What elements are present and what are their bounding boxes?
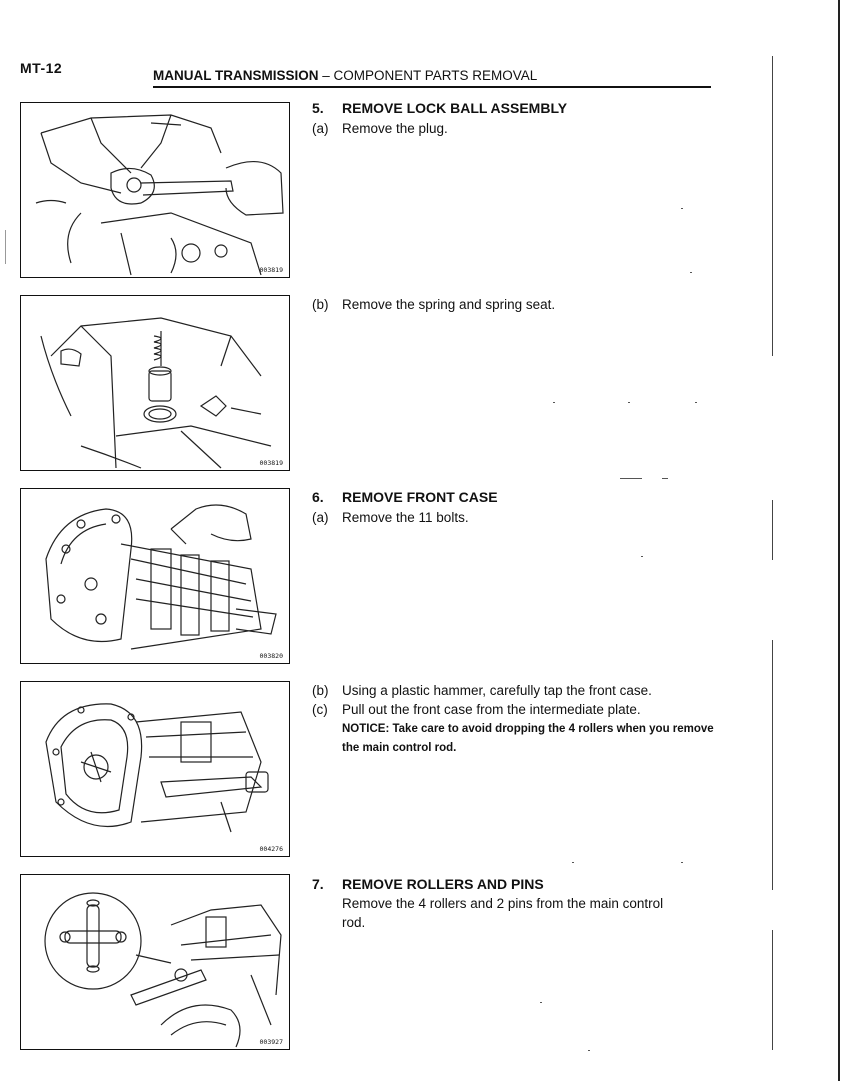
step-7-body-line-2: rod. bbox=[342, 915, 366, 930]
scan-speck bbox=[628, 402, 630, 403]
margin-mark bbox=[5, 230, 6, 264]
figure-front-case-bolts: 003820 bbox=[20, 488, 290, 664]
page-edge bbox=[838, 0, 840, 1081]
step-6b: (b) Using a plastic hammer, carefully tap… bbox=[312, 683, 652, 698]
step-number: 6. bbox=[312, 489, 324, 505]
figure-code: 003819 bbox=[259, 459, 283, 467]
step-number: 5. bbox=[312, 100, 324, 116]
step-number: 7. bbox=[312, 876, 324, 892]
scan-speck bbox=[620, 478, 642, 479]
scan-speck bbox=[681, 208, 683, 209]
substep-letter: (a) bbox=[312, 510, 329, 525]
side-rule bbox=[772, 640, 773, 890]
substep-text: Remove the 11 bolts. bbox=[342, 510, 469, 525]
substep-text: Pull out the front case from the interme… bbox=[342, 702, 641, 717]
figure-code: 004276 bbox=[259, 845, 283, 853]
substep-letter: (c) bbox=[312, 702, 328, 717]
header-separator: – bbox=[318, 68, 334, 83]
substep-letter: (a) bbox=[312, 121, 329, 136]
figure-remove-plug: 003819 bbox=[20, 102, 290, 278]
hammer-tap-case-illustration bbox=[45, 703, 269, 833]
scan-speck bbox=[641, 556, 643, 557]
figure-code: 003819 bbox=[259, 266, 283, 274]
substep-letter: (b) bbox=[312, 683, 329, 698]
substep-text: Remove the plug. bbox=[342, 121, 448, 136]
scan-speck bbox=[662, 478, 668, 479]
step-7-heading: 7. REMOVE ROLLERS AND PINS bbox=[312, 876, 544, 892]
scan-speck bbox=[572, 862, 574, 863]
step-title: REMOVE ROLLERS AND PINS bbox=[342, 876, 544, 892]
figure-code: 003927 bbox=[259, 1038, 283, 1046]
step-5b: (b) Remove the spring and spring seat. bbox=[312, 297, 555, 312]
substep-text: Remove the spring and spring seat. bbox=[342, 297, 556, 312]
step-6a: (a) Remove the 11 bolts. bbox=[312, 510, 469, 525]
step-6c: (c) Pull out the front case from the inte… bbox=[312, 702, 641, 717]
side-rule bbox=[772, 56, 773, 356]
scan-speck bbox=[553, 402, 555, 403]
step-7-body-line-1: Remove the 4 rollers and 2 pins from the… bbox=[342, 896, 664, 911]
scan-speck bbox=[540, 1002, 542, 1003]
notice-body: Take care to avoid dropping the 4 roller… bbox=[342, 723, 714, 754]
step-5-heading: 5. REMOVE LOCK BALL ASSEMBLY bbox=[312, 100, 567, 116]
scan-speck bbox=[690, 272, 692, 273]
spring-and-seat-illustration bbox=[40, 317, 272, 469]
figure-spring-seat: 003819 bbox=[20, 295, 290, 471]
figure-code: 003820 bbox=[259, 652, 283, 660]
scan-speck bbox=[695, 402, 697, 403]
step-title: REMOVE LOCK BALL ASSEMBLY bbox=[342, 100, 568, 116]
notice-label: NOTICE: bbox=[342, 723, 390, 735]
header-main: MANUAL TRANSMISSION bbox=[153, 68, 319, 83]
page-header: MANUAL TRANSMISSION – COMPONENT PARTS RE… bbox=[153, 68, 711, 88]
substep-letter: (b) bbox=[312, 297, 329, 312]
side-rule bbox=[772, 500, 773, 560]
scan-speck bbox=[588, 1050, 590, 1051]
scan-speck bbox=[681, 862, 683, 863]
step-6-heading: 6. REMOVE FRONT CASE bbox=[312, 489, 498, 505]
notice-text: NOTICE: Take care to avoid dropping the … bbox=[342, 720, 722, 758]
wrench-on-plug-illustration bbox=[35, 114, 284, 276]
step-title: REMOVE FRONT CASE bbox=[342, 489, 498, 505]
page-id: MT-12 bbox=[20, 60, 63, 76]
rollers-and-pins-illustration bbox=[44, 892, 282, 1048]
header-section: COMPONENT PARTS REMOVAL bbox=[333, 68, 538, 83]
figure-tap-front-case: 004276 bbox=[20, 681, 290, 857]
transmission-bolts-illustration bbox=[45, 504, 277, 650]
step-5a: (a) Remove the plug. bbox=[312, 121, 448, 136]
figure-rollers-pins: 003927 bbox=[20, 874, 290, 1050]
side-rule bbox=[772, 930, 773, 1050]
substep-text: Using a plastic hammer, carefully tap th… bbox=[342, 683, 652, 698]
